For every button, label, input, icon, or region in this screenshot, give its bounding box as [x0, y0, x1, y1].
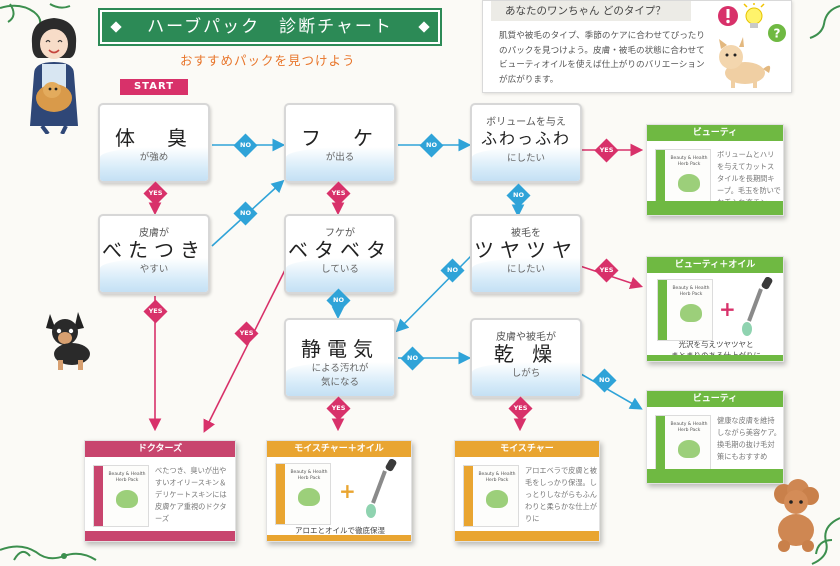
card-heading: ビューティ [647, 125, 783, 141]
package-brand: Beauty & Health Herb Pack [290, 470, 328, 481]
svg-text:?: ? [774, 27, 781, 41]
no-badge: NO [326, 288, 351, 313]
node-lead-label: 皮膚が [139, 228, 169, 239]
info-body: 肌質や被毛のタイプ、季節のケアに合わせてぴったりのパックを見つけよう。皮膚・被毛… [499, 31, 705, 85]
info-panel: あなたのワンちゃん どのタイプ？ 肌質や被毛のタイプ、季節のケアに合わせてぴった… [482, 0, 792, 93]
package-brand: Beauty & Health Herb Pack [670, 422, 708, 433]
card-description: ボリュームとハリを与えてカットスタイルを長期間キープ。毛玉を防いでお手入れ楽チン [717, 150, 781, 207]
chihuahua-illustration [46, 312, 90, 370]
dog-illustration [719, 37, 771, 88]
no-badge: NO [440, 258, 465, 283]
package-image: Beauty & Health Herb Pack [275, 463, 331, 525]
result-card-beauty: ビューティ Beauty & Health Herb Pack ボリュームとハリ… [646, 124, 784, 216]
package-image: Beauty & Health Herb Pack [655, 149, 711, 211]
dropper-icon [366, 459, 397, 518]
no-badge: NO [233, 133, 258, 158]
node-main-label: 体 臭 [115, 126, 193, 150]
exclamation-icon [718, 6, 738, 26]
package-brand: Beauty & Health Herb Pack [670, 156, 708, 167]
no-badge: NO [233, 201, 258, 226]
flourish-ornament [0, 545, 97, 561]
woman-illustration [30, 18, 78, 134]
node-lead-label: 皮膚や被毛が [496, 332, 556, 343]
question-icon: ? [768, 24, 786, 42]
node-main-label: 乾 燥 [493, 342, 559, 366]
no-badge: NO [400, 346, 425, 371]
flourish-ornament [811, 517, 840, 565]
start-label: START [120, 79, 188, 95]
package-image: Beauty & Health Herb Pack [93, 465, 149, 527]
poodle-illustration [774, 479, 819, 552]
package-image: Beauty & Health Herb Pack [463, 465, 519, 527]
card-heading: ビューティ＋オイル [647, 257, 783, 273]
package-brand: Beauty & Health Herb Pack [672, 286, 710, 297]
card-caption: アロエとオイルで徹底保湿 [295, 526, 385, 535]
card-description: べたつき、臭いが出やすいオイリースキン＆デリケートスキンには皮膚ケア重視のドクタ… [155, 466, 227, 523]
card-heading: ビューティ [647, 391, 783, 407]
yes-badge: YES [143, 181, 168, 206]
node-main-label: ふわっふわ [480, 129, 571, 148]
node-main-label: 静電気 [301, 337, 379, 361]
package-image: Beauty & Health Herb Pack [657, 279, 713, 341]
node-main-label: ツヤツヤ [474, 238, 578, 262]
yes-badge: YES [594, 258, 619, 283]
node-betabeta: フケが ベタベタ している [284, 214, 396, 294]
plus-icon: + [719, 297, 736, 321]
package-brand: Beauty & Health Herb Pack [478, 472, 516, 483]
node-sub-label: が強め [139, 152, 169, 163]
node-main-label: べたつき [102, 238, 206, 262]
card-description: アロエベラで皮膚と被毛をしっかり保湿。しっとりしながらもふんわりと柔らかな仕上が… [525, 466, 597, 523]
no-badge: NO [419, 133, 444, 158]
node-sub-label: が出る [325, 152, 355, 163]
dropper-icon [742, 277, 773, 336]
node-taishu: 体 臭 が強め [98, 103, 210, 183]
node-lead-label: フケが [325, 228, 355, 239]
node-fuke: フ ケ が出る [284, 103, 396, 183]
yes-badge: YES [594, 138, 619, 163]
package-brand: Beauty & Health Herb Pack [108, 472, 146, 483]
result-card-moisture-oil: モイスチャー＋オイル Beauty & Health Herb Pack + ア… [266, 440, 412, 542]
flourish-ornament [809, 5, 840, 39]
info-heading: あなたのワンちゃん どのタイプ？ [491, 1, 691, 21]
package-image: Beauty & Health Herb Pack [655, 415, 711, 477]
yes-badge: YES [234, 321, 259, 346]
node-sub-label: にしたい [506, 153, 545, 164]
card-heading: ドクターズ [85, 441, 235, 457]
node-sub-label: しがち [511, 368, 541, 379]
card-description: 健康な皮膚を維持しながら美容ケア。換毛期の抜け毛対策にもおすすめ [717, 416, 781, 461]
node-sub-label: している [321, 264, 359, 275]
result-card-beauty-oil: ビューティ＋オイル Beauty & Health Herb Pack + 光沢… [646, 256, 784, 362]
no-badge: NO [592, 368, 617, 393]
lightbulb-icon [743, 3, 765, 28]
result-card-doctors: ドクターズ Beauty & Health Herb Pack べたつき、臭いが… [84, 440, 236, 542]
node-tsuyatsuya: 被毛を ツヤツヤ にしたい [470, 214, 582, 294]
chart-subtitle: おすすめパックを見つけよう [180, 53, 356, 68]
yes-badge: YES [326, 181, 351, 206]
card-heading: モイスチャー＋オイル [267, 441, 411, 457]
node-kanso: 皮膚や被毛が 乾 燥 しがち [470, 318, 582, 398]
node-sub-label: にしたい [506, 264, 545, 275]
yes-badge: YES [508, 396, 533, 421]
node-sub-label: による汚れが 気になる [311, 363, 369, 388]
node-sub-label: やすい [139, 264, 169, 275]
result-card-beauty: ビューティ Beauty & Health Herb Pack 健康な皮膚を維持… [646, 390, 784, 484]
yes-badge: YES [326, 396, 351, 421]
chart-title: ハーブパック 診断チャート [98, 8, 442, 46]
node-volume: ボリュームを与え ふわっふわ にしたい [470, 103, 582, 183]
node-lead-label: 被毛を [511, 228, 541, 239]
card-heading: モイスチャー [455, 441, 599, 457]
yes-badge: YES [143, 299, 168, 324]
result-card-moisture: モイスチャー Beauty & Health Herb Pack アロエベラで皮… [454, 440, 600, 542]
node-betatsuki: 皮膚が べたつき やすい [98, 214, 210, 294]
plus-icon: + [339, 479, 356, 503]
node-main-label: フ ケ [301, 126, 379, 150]
no-badge: NO [506, 183, 531, 208]
node-lead-label: ボリュームを与え [486, 117, 566, 128]
node-main-label: ベタベタ [288, 238, 392, 262]
node-seidenki: 静電気 による汚れが 気になる [284, 318, 396, 398]
